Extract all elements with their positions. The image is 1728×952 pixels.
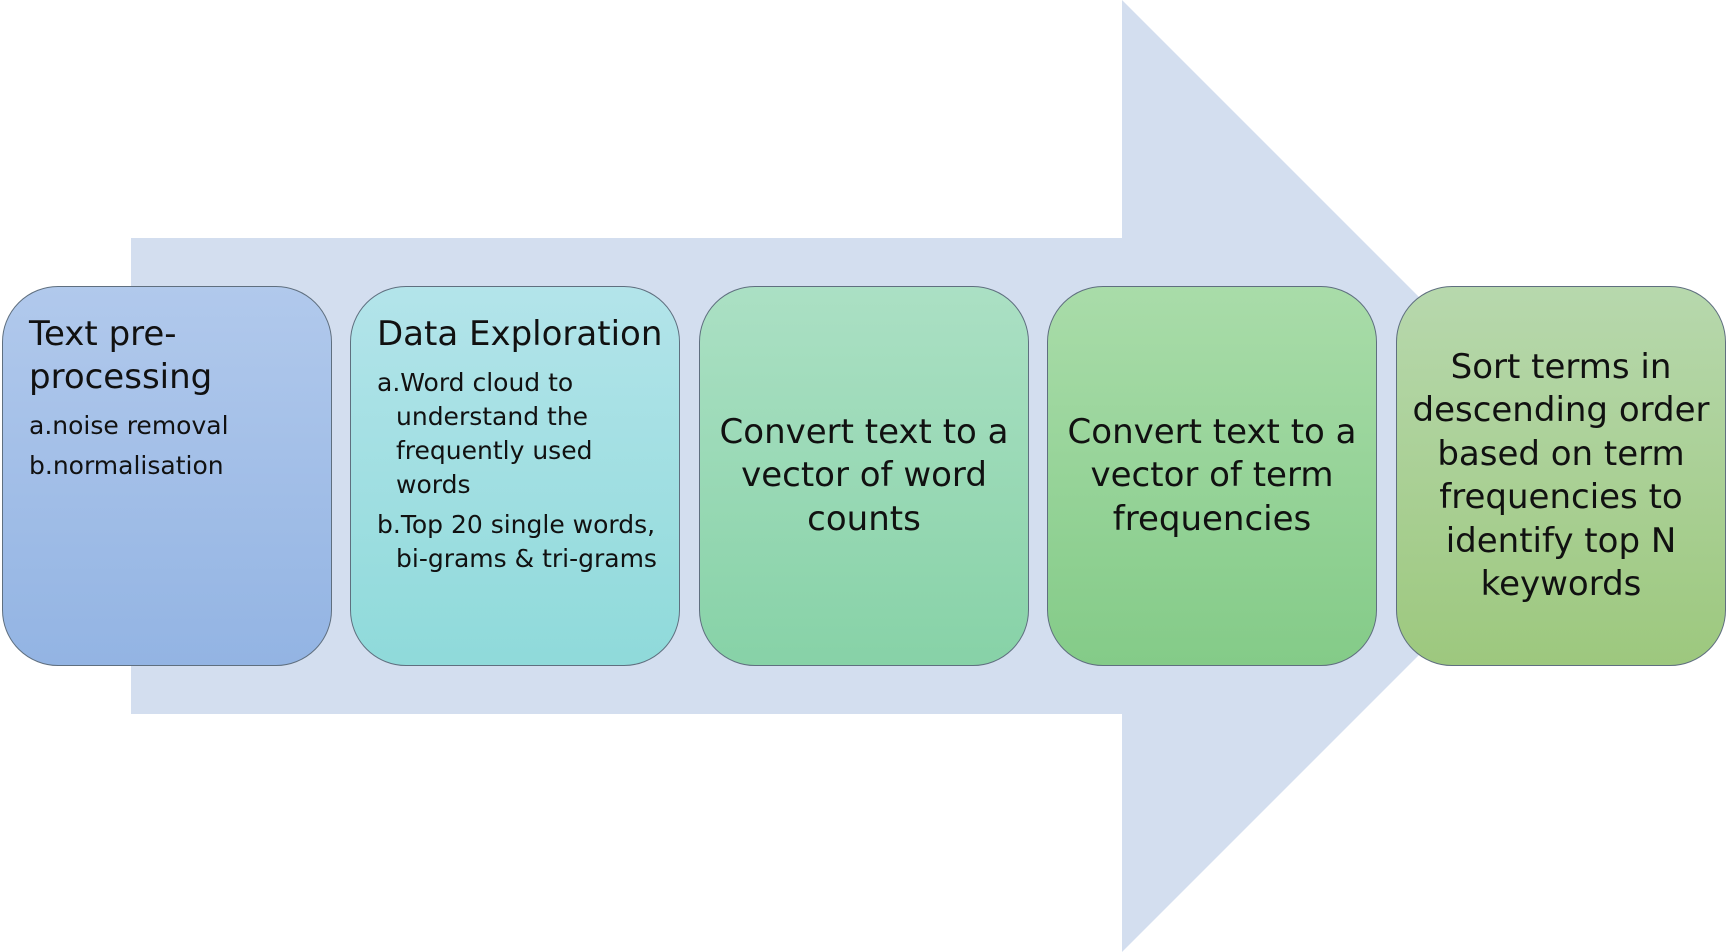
step-sort-keywords: Sort terms in descending order based on … (1396, 286, 1726, 666)
step-text: Convert text to a vector of term frequen… (1067, 411, 1357, 539)
step-title: Text pre-processing (29, 314, 213, 397)
step-text: Convert text to a vector of word counts (719, 411, 1009, 539)
step-text-preprocessing: Text pre-processing a.noise removal b.no… (2, 286, 332, 666)
step-item-list: a.noise removal b.normalisation (29, 409, 315, 483)
step-item-list: a.Word cloud to understand the frequentl… (377, 366, 663, 576)
step-term-frequency-vector: Convert text to a vector of term frequen… (1047, 286, 1377, 666)
step-item: b.normalisation (29, 451, 224, 480)
step-text: Sort terms in descending order based on … (1412, 346, 1710, 605)
step-content: Data Exploration a.Word cloud to underst… (377, 313, 663, 582)
step-title: Data Exploration (377, 314, 663, 354)
step-content: Text pre-processing a.noise removal b.no… (29, 313, 315, 489)
step-item: b.Top 20 single words, bi-grams & tri-gr… (377, 510, 657, 573)
step-word-count-vector: Convert text to a vector of word counts (699, 286, 1029, 666)
step-item: a.Word cloud to understand the frequentl… (377, 368, 593, 499)
step-item: a.noise removal (29, 411, 229, 440)
step-data-exploration: Data Exploration a.Word cloud to underst… (350, 286, 680, 666)
